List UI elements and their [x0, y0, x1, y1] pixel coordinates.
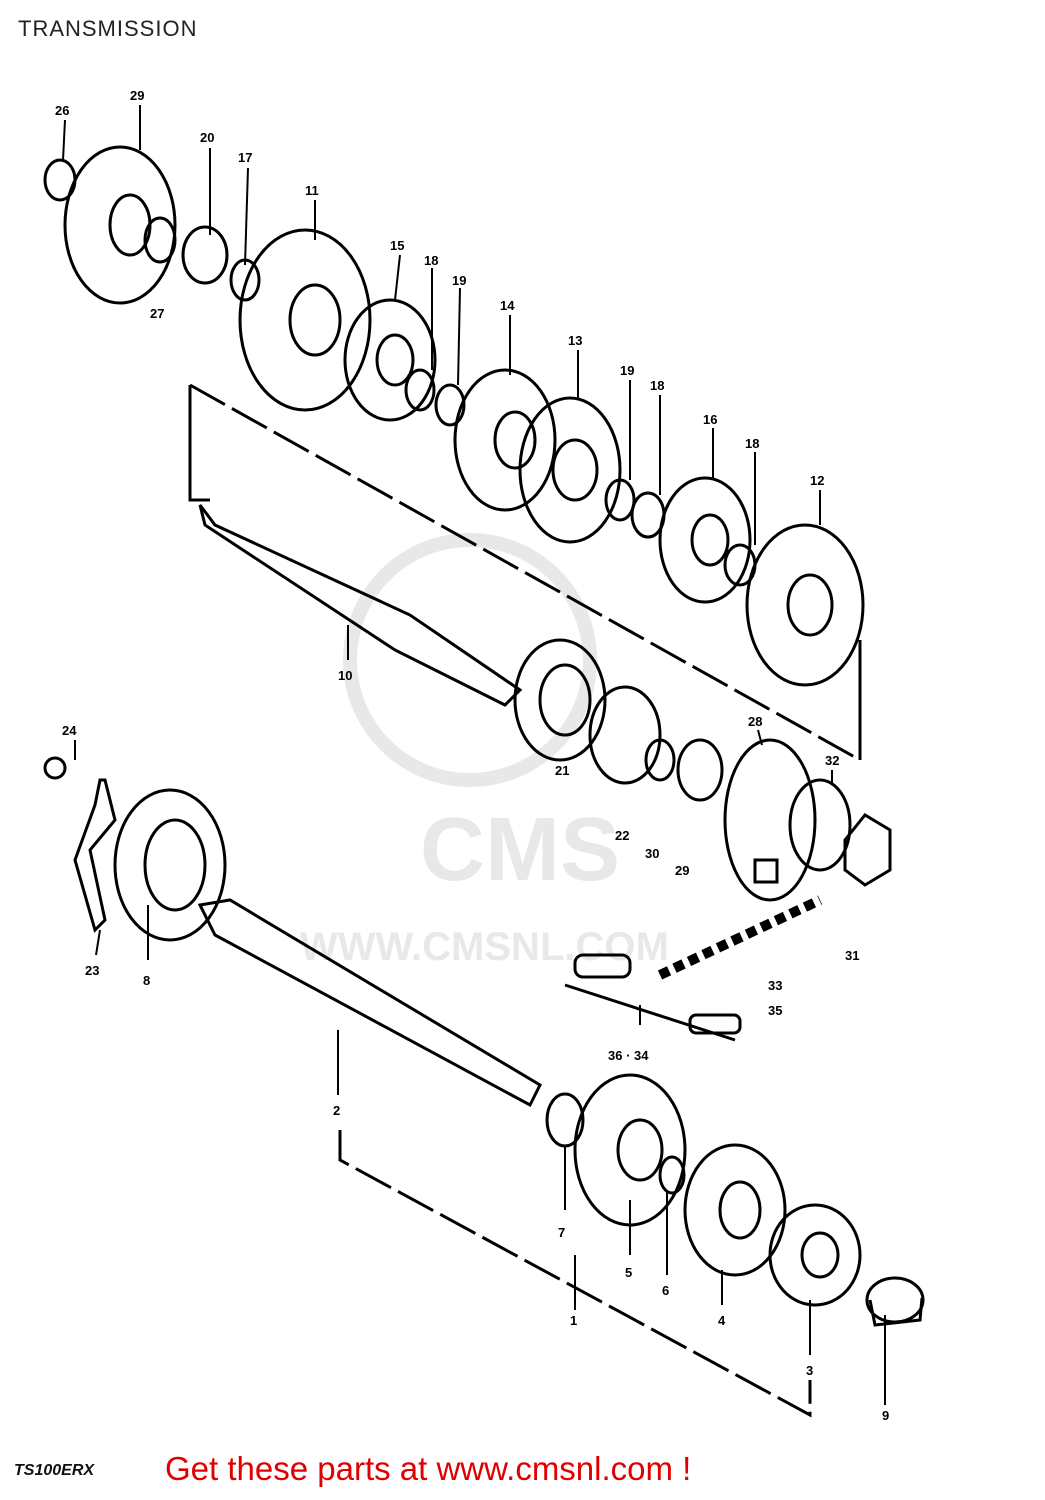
part-label: 3	[806, 1363, 813, 1378]
part-label: 11	[305, 183, 319, 198]
driveshaft	[197, 898, 542, 1108]
upper-bracket-diagonal	[189, 383, 861, 762]
watermark-logo: CMS	[420, 800, 620, 900]
part-label: 29	[675, 863, 689, 878]
part-label: 31	[845, 948, 859, 963]
part-label: 15	[390, 238, 404, 253]
model-code: TS100ERX	[14, 1462, 95, 1479]
part-label: 1	[570, 1313, 577, 1328]
chain-joint-36	[573, 953, 632, 979]
part-label: 26	[55, 103, 69, 118]
part-labels: 26 29 20 17 27 11 15 18 19 14 13 19 18 1…	[55, 88, 889, 1423]
chain-clip-34	[688, 1013, 742, 1035]
bearing-8	[113, 788, 227, 942]
chain-33	[657, 895, 823, 980]
circlip-6	[658, 1155, 686, 1195]
part-label: 2	[333, 1103, 340, 1118]
part-label: 22	[615, 828, 629, 843]
part-label: 5	[625, 1265, 632, 1280]
washer-19a	[434, 383, 466, 427]
link-bracket	[564, 983, 736, 1042]
washer-7	[545, 1092, 585, 1148]
part-label: 28	[748, 714, 762, 729]
part-label: 35	[768, 1003, 782, 1018]
gear-11	[238, 228, 372, 412]
gear-14	[453, 368, 557, 512]
part-label: 17	[238, 150, 252, 165]
gear-16	[658, 476, 752, 604]
part-label: 12	[810, 473, 824, 488]
part-label: 18	[745, 436, 759, 451]
stopper-plate-23	[73, 778, 117, 933]
gear-3	[768, 1203, 862, 1307]
gear-12	[745, 523, 865, 687]
spacer-29	[676, 738, 724, 802]
watermark: CMS WWW.CMSNL.COM	[300, 533, 669, 969]
part-label: 19	[452, 273, 466, 288]
part-label: 18	[424, 253, 438, 268]
part-label: 33	[768, 978, 782, 993]
circlip-18a	[404, 368, 436, 412]
upper-bracket-left	[188, 385, 210, 502]
part-label: 10	[338, 668, 352, 683]
bush-9	[865, 1276, 925, 1327]
part-label: 16	[703, 412, 717, 427]
part-label: 21	[555, 763, 569, 778]
part-label: 19	[620, 363, 634, 378]
part-label: 20	[200, 130, 214, 145]
cta-link[interactable]: Get these parts at www.cmsnl.com !	[165, 1450, 692, 1487]
part-label: 24	[62, 723, 77, 738]
washer-32	[788, 778, 852, 872]
part-label: 23	[85, 963, 99, 978]
watermark-url: WWW.CMSNL.COM	[300, 925, 669, 969]
part-label: 6	[662, 1283, 669, 1298]
circlip-27	[143, 216, 177, 264]
part-label: 30	[645, 846, 659, 861]
part-label: 4	[718, 1313, 726, 1328]
oil-seal-22	[588, 685, 662, 785]
part-label: 9	[882, 1408, 889, 1423]
part-label: 8	[143, 973, 150, 988]
part-label: 18	[650, 378, 664, 393]
countershaft	[198, 504, 523, 707]
part-label: 36 · 34	[608, 1048, 649, 1063]
sprocket-28	[723, 738, 817, 902]
bush-20	[181, 225, 229, 285]
part-label: 14	[500, 298, 515, 313]
page-title: TRANSMISSION	[18, 16, 198, 41]
part-label: 7	[558, 1225, 565, 1240]
part-label: 13	[568, 333, 582, 348]
o-ring-30	[644, 738, 676, 782]
gear-13	[518, 396, 622, 544]
part-label: 32	[825, 753, 839, 768]
screw-24	[43, 756, 67, 780]
nut-31	[843, 813, 892, 887]
washer-19b	[604, 478, 636, 522]
washer-26	[43, 158, 77, 202]
bearing-21	[513, 638, 607, 762]
gear-15	[343, 298, 437, 422]
part-label: 29	[130, 88, 144, 103]
part-label: 27	[150, 306, 164, 321]
gear-29	[63, 145, 177, 305]
leader-lines	[62, 105, 886, 1405]
gear-4	[683, 1143, 787, 1277]
